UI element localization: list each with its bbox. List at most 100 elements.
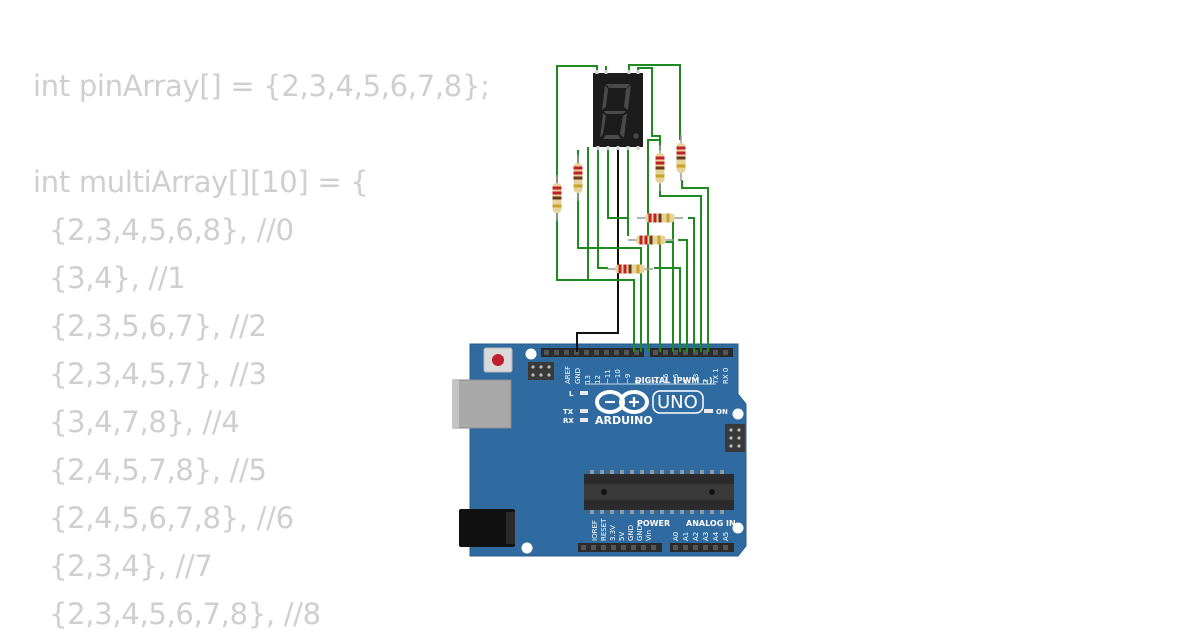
l-led-label: L	[569, 390, 574, 398]
code-line[interactable]: int multiArray[][10] = {	[33, 165, 369, 199]
board-brand: ARDUINO	[595, 414, 653, 427]
reset-button-cap[interactable]	[492, 354, 504, 366]
pin-label: ~5	[672, 374, 680, 384]
pin-label: ~6	[662, 373, 670, 384]
mounting-hole	[521, 542, 533, 554]
code-line[interactable]: {2,3,4,5,6,7,8}, //8	[49, 597, 321, 631]
code-line[interactable]: {2,3,5,6,7}, //2	[49, 309, 267, 343]
segment-e	[600, 113, 606, 138]
on-led	[704, 409, 713, 413]
pin-label: A2	[692, 532, 700, 541]
pin-label: 3.3V	[609, 525, 617, 541]
pin-label: A1	[682, 532, 690, 541]
icsp-header	[528, 362, 554, 380]
pin-label: A4	[712, 531, 720, 541]
power-header[interactable]	[578, 543, 662, 552]
digital-header-label: DIGITAL (PWM ~)	[635, 376, 713, 385]
pin-label: ~10	[614, 369, 622, 384]
mounting-hole	[732, 522, 744, 534]
pin-label: ~3	[692, 374, 700, 384]
code-line[interactable]: {2,3,4}, //7	[49, 549, 213, 583]
l-led	[580, 391, 588, 395]
segment-f	[602, 85, 608, 110]
segment-b	[624, 85, 631, 110]
pin-label: A3	[702, 532, 710, 541]
wire-segment-g[interactable]	[597, 147, 681, 352]
power-label: POWER	[637, 519, 670, 528]
pin-label: GND	[636, 525, 644, 541]
pin-label: A0	[672, 532, 680, 541]
code-line[interactable]: {3,4,7,8}, //4	[49, 405, 240, 439]
pin-label: A5	[722, 532, 730, 541]
pin-label: GND	[627, 525, 635, 541]
wire-segment-e[interactable]	[607, 147, 695, 352]
pin-label: 5V	[618, 532, 626, 541]
wire-segment-f[interactable]	[627, 147, 688, 352]
segment-c	[620, 113, 627, 138]
decimal-point	[633, 133, 639, 139]
icsp-header-right	[725, 424, 745, 452]
wire-segment-h[interactable]	[556, 150, 579, 230]
code-line[interactable]: {3,4}, //1	[49, 261, 186, 295]
pin-label: Vin	[645, 530, 653, 541]
resistor-3[interactable]	[655, 145, 665, 191]
microcontroller-chip	[584, 470, 734, 514]
pin-label: 7	[652, 380, 660, 384]
code-line[interactable]: {2,3,4,5,6,8}, //0	[49, 213, 294, 247]
segment-d	[603, 135, 621, 139]
code-line[interactable]: {2,3,4,5,7}, //3	[49, 357, 267, 391]
resistor-4[interactable]	[676, 135, 686, 181]
pin-label: 12	[594, 375, 602, 384]
pin-label: 13	[584, 375, 592, 384]
mounting-hole	[525, 348, 537, 360]
tx-led-label: TX	[563, 408, 574, 416]
pin-label: IOREF	[591, 520, 599, 541]
tx-led	[580, 409, 588, 413]
code-line[interactable]: {2,4,5,6,7,8}, //6	[49, 501, 294, 535]
resistor-2[interactable]	[573, 155, 583, 201]
code-line[interactable]: {2,4,5,7,8}, //5	[49, 453, 267, 487]
ground-wire[interactable]	[576, 150, 619, 352]
pin-label: GND	[574, 368, 582, 384]
wire-segment-a[interactable]	[556, 65, 635, 352]
analog-header[interactable]	[670, 543, 734, 552]
wire-segment-k[interactable]	[659, 241, 672, 352]
pin-label: RX 0	[722, 368, 730, 384]
arduino-logo-icon	[595, 390, 649, 414]
segment-a	[606, 84, 630, 88]
resistor-6[interactable]	[628, 235, 674, 245]
digital-header-left[interactable]	[541, 348, 644, 357]
digital-header-right[interactable]	[650, 348, 733, 357]
board-model: UNO	[657, 392, 698, 413]
power-jack	[459, 509, 515, 547]
wires	[556, 64, 709, 352]
pin-label: RESET	[600, 518, 608, 541]
resistor-1[interactable]	[552, 175, 562, 221]
pin-label: TX 1	[712, 368, 720, 385]
code-line[interactable]: int pinArray[] = {2,3,4,5,6,7,8};	[33, 69, 490, 103]
pin-label: 4	[682, 379, 690, 384]
resistor-5[interactable]	[637, 213, 683, 223]
pin-label: 2	[702, 380, 710, 384]
wire-segment-c[interactable]	[628, 64, 709, 352]
pin-label: 8	[634, 380, 642, 384]
rx-led-label: RX	[563, 417, 574, 425]
resistor-7[interactable]	[607, 264, 653, 274]
pin-label: ~9	[624, 374, 632, 384]
uno-badge	[652, 390, 704, 414]
resistors	[552, 135, 686, 274]
segment-g	[604, 111, 626, 114]
usb-connector	[452, 379, 512, 429]
seven-segment-display[interactable]	[593, 70, 643, 150]
rx-led	[580, 418, 588, 422]
pin-label: ~11	[604, 369, 612, 384]
code-editor[interactable]: int pinArray[] = {2,3,4,5,6,7,8}; int mul…	[33, 62, 490, 638]
analog-label: ANALOG IN	[686, 519, 736, 528]
on-led-label: ON	[716, 408, 728, 416]
